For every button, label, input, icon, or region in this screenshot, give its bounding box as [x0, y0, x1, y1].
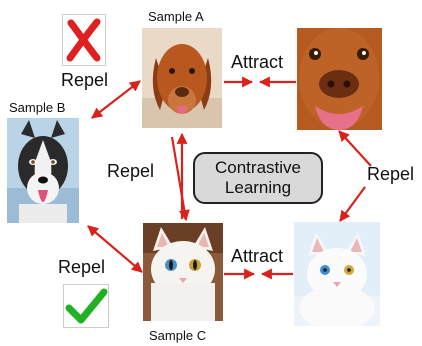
contrastive-learning-box: Contrastive Learning [193, 152, 323, 204]
sample-c-label: Sample C [149, 328, 207, 343]
cross-icon [62, 14, 106, 66]
positive-cat-photo [294, 222, 380, 326]
repel-arrow-a-c-right [170, 136, 190, 222]
sample-b-label: Sample B [9, 100, 66, 115]
repel-arrow-right [338, 130, 372, 167]
repel-label-bottom-left: Repel [58, 257, 106, 277]
repel-label-top-left: Repel [61, 70, 109, 90]
repel-arrow-right-lower [339, 186, 366, 222]
check-icon [63, 284, 109, 328]
repel-label-middle: Repel [107, 161, 155, 181]
sample-a-label: Sample A [148, 9, 204, 24]
attract-label-top: Attract [231, 52, 284, 72]
sample-b-husky-photo [7, 118, 79, 223]
sample-c-cat-photo [143, 223, 223, 321]
center-line-1: Contrastive [215, 158, 301, 178]
sample-a-dog-photo [142, 28, 222, 128]
positive-dog-photo [297, 28, 382, 130]
center-line-2: Learning [224, 178, 292, 197]
attract-label-bottom: Attract [231, 246, 284, 266]
repel-label-right: Repel [367, 164, 415, 184]
